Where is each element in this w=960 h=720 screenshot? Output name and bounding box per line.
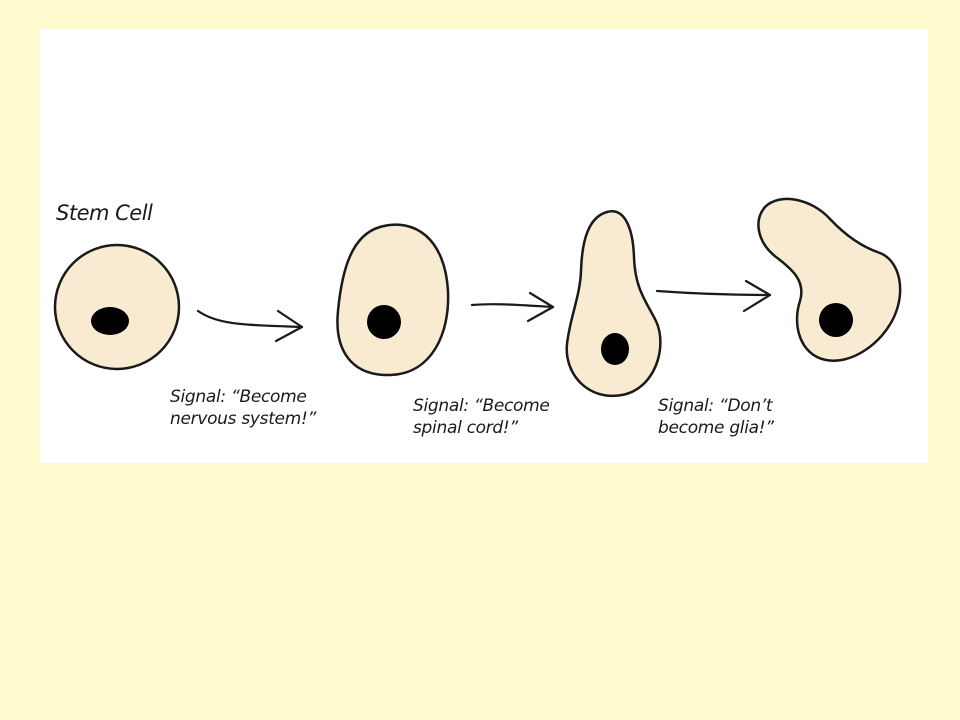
spinal-cord-cell-body (565, 210, 662, 398)
nervous-system-cell-body (336, 223, 450, 377)
signal-1-label: Signal: “Become nervous system!” (170, 386, 316, 430)
stem-cell-nucleus (91, 307, 129, 335)
arrow-3-head (742, 279, 772, 313)
stem-cell-body (53, 243, 181, 371)
signal-2-label: Signal: “Become spinal cord!” (413, 395, 550, 439)
nervous-system-cell-nucleus (367, 305, 401, 339)
diagram-panel: Stem Cell Signal: “Become nervous system… (40, 29, 928, 463)
signal-2-line-2: spinal cord!” (413, 418, 518, 438)
non-glia-cell (757, 197, 902, 362)
stem-cell (53, 243, 181, 371)
arrow-2-icon (470, 303, 555, 309)
arrow-1-icon (196, 309, 304, 329)
cell-differentiation-diagram (53, 197, 902, 398)
signal-1-line-1: Signal: “Become (170, 387, 307, 407)
arrow-1-head (274, 309, 304, 343)
stem-cell-title: Stem Cell (56, 201, 153, 225)
non-glia-cell-body (757, 197, 902, 362)
non-glia-cell-nucleus (819, 303, 853, 337)
spinal-cord-cell-nucleus (601, 333, 629, 365)
arrow-3-icon (655, 289, 772, 297)
spinal-cord-cell (565, 210, 662, 398)
nervous-system-cell (336, 223, 450, 377)
signal-3-line-1: Signal: “Don’t (658, 396, 773, 416)
signal-2-line-1: Signal: “Become (413, 396, 550, 416)
signal-3-label: Signal: “Don’t become glia!” (658, 395, 774, 439)
signal-1-line-2: nervous system!” (170, 409, 317, 429)
arrow-2-head (526, 291, 555, 323)
signal-3-line-2: become glia!” (658, 418, 774, 438)
